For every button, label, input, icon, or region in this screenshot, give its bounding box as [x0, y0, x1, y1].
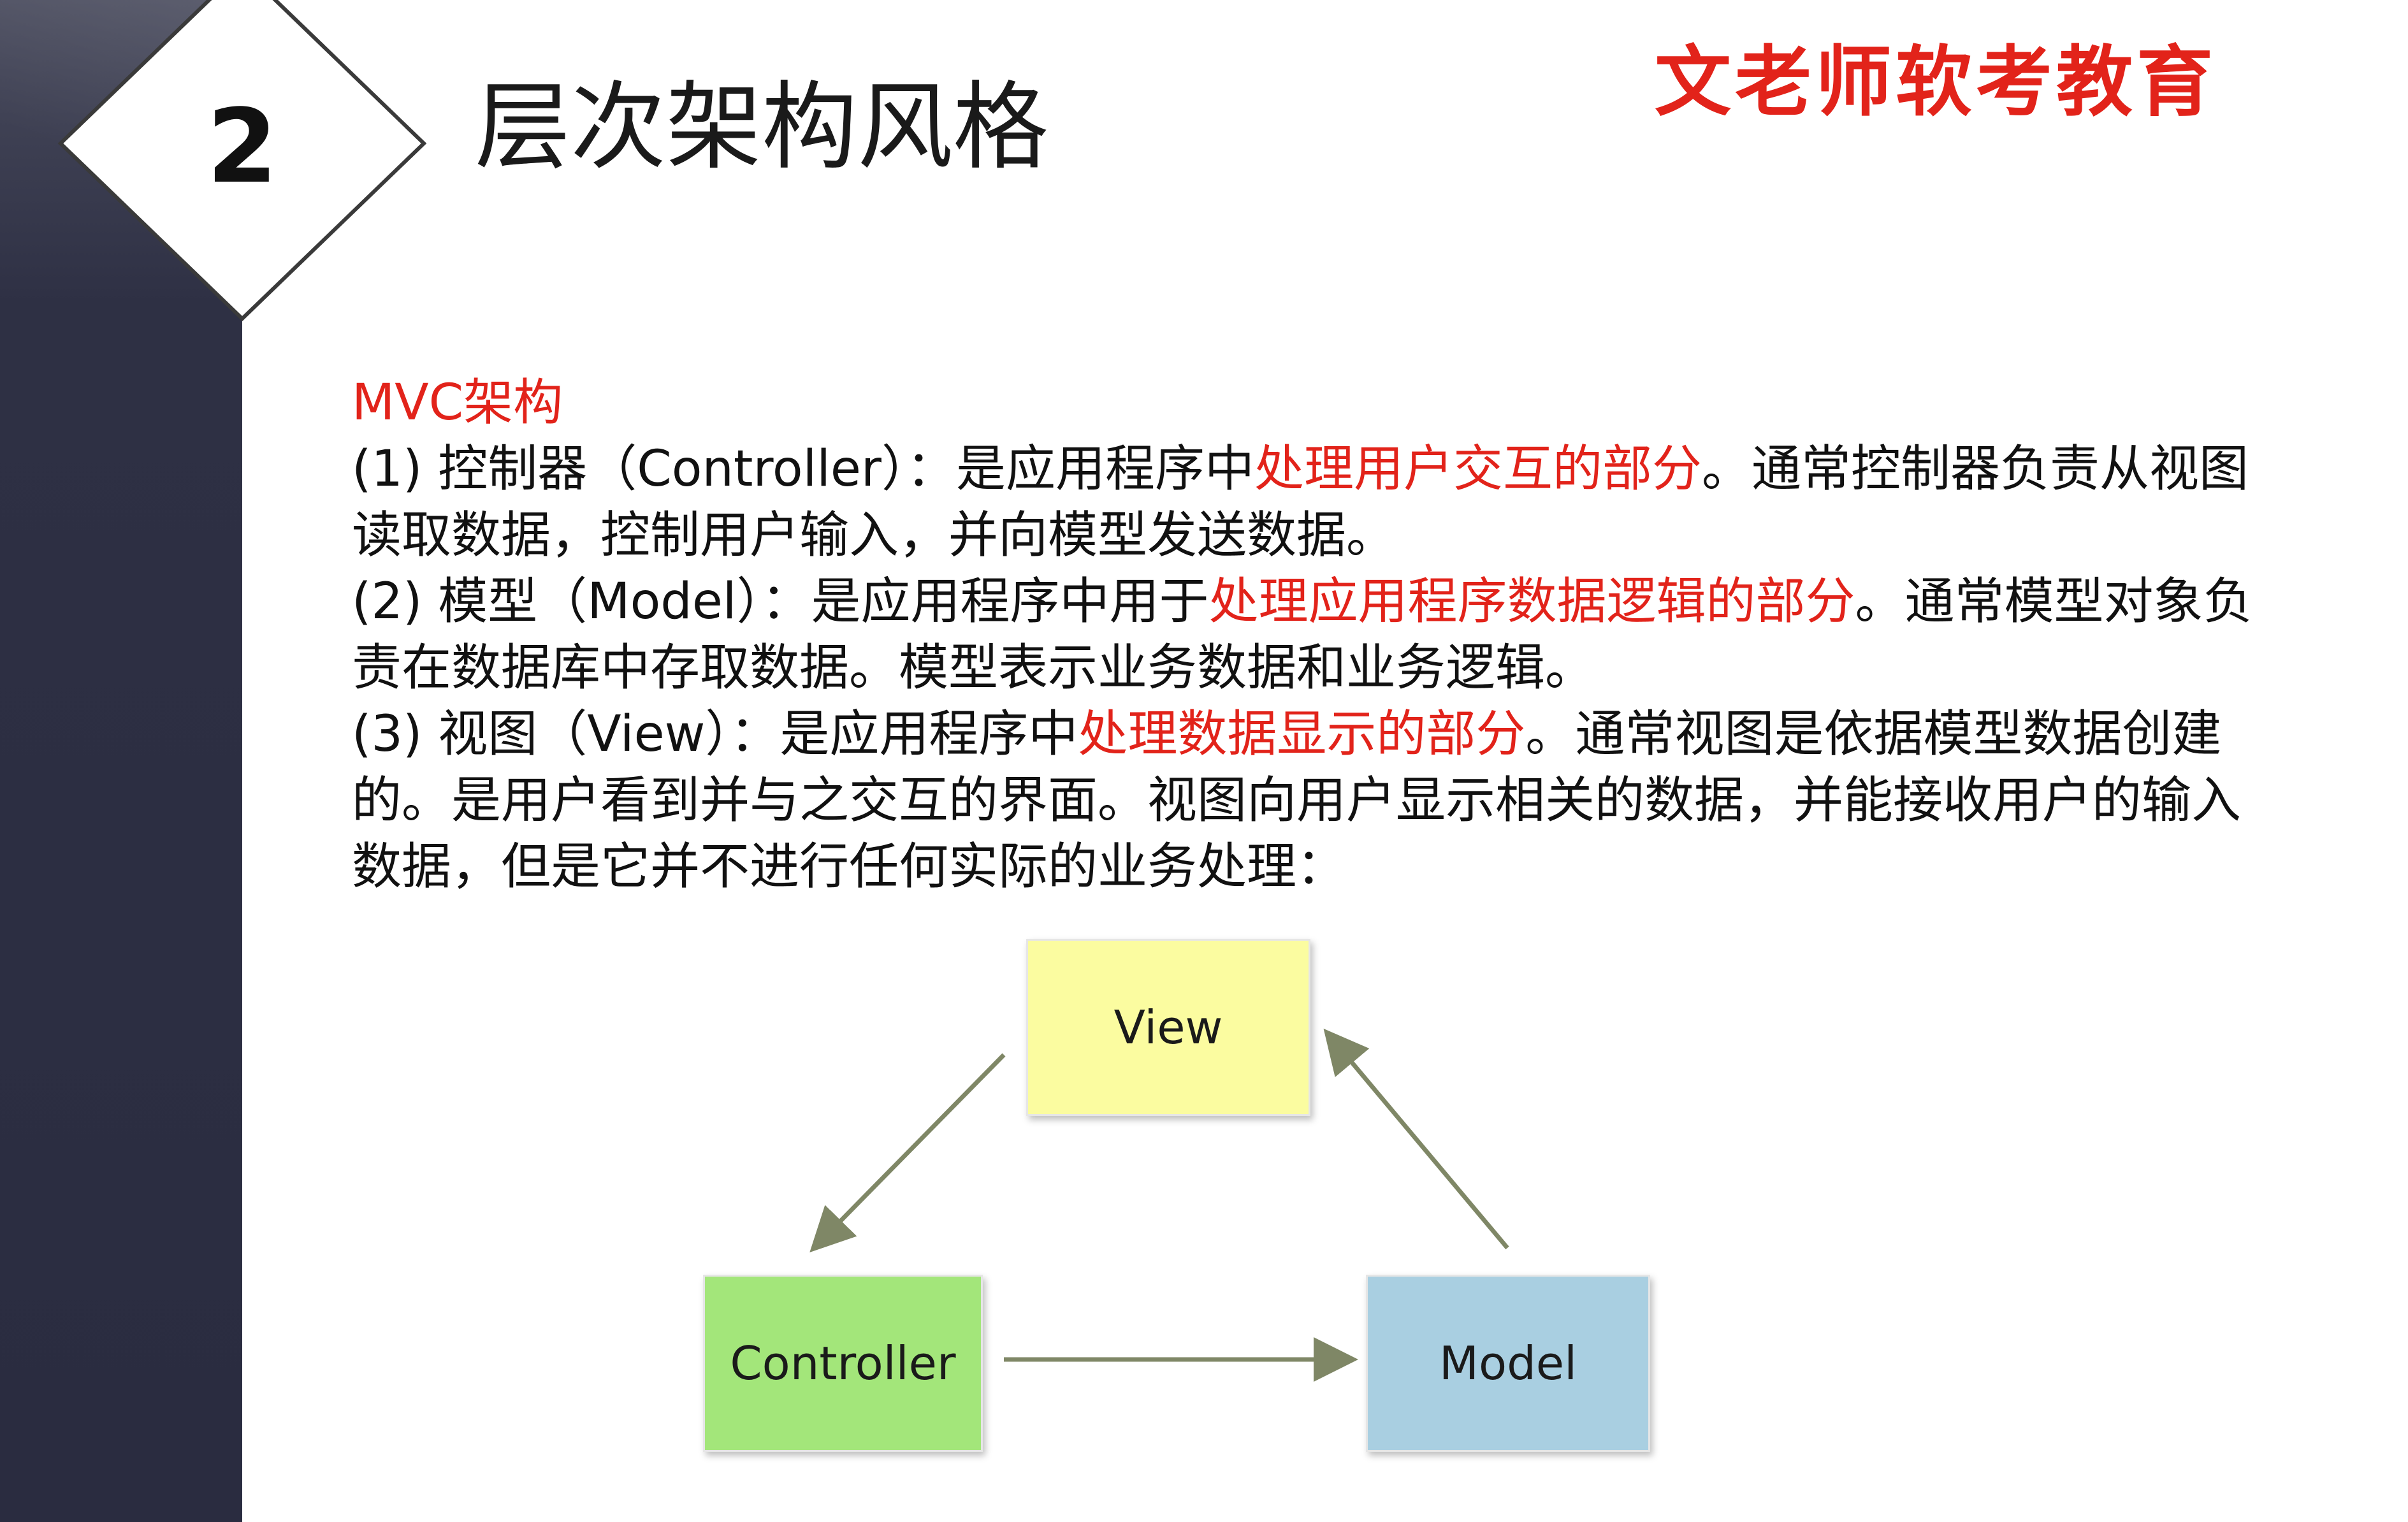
- section-heading: MVC架构: [352, 374, 563, 431]
- controller-box: Controller: [703, 1275, 983, 1452]
- model-label: Model: [1439, 1337, 1578, 1390]
- item-view-highlight: 处理数据显示的部分: [1078, 706, 1526, 763]
- item-view-suffix: 。通常视图是依据模型数据创建的。是用户看到并与之交互的界面。视图向用户显示相关的…: [352, 706, 2242, 895]
- item-model-highlight: 处理应用程序数据逻辑的部分: [1208, 573, 1855, 630]
- controller-label: Controller: [730, 1337, 956, 1390]
- item-controller-suffix: 。通常控制器负责从视图读取数据，控制用户输入，并向模型发送数据。: [352, 440, 2249, 564]
- arrow-view-to-controller: [809, 1053, 1006, 1252]
- item-view: (3) 视图（View）：是应用程序中处理数据显示的部分。通常视图是依据模型数据…: [352, 701, 2277, 900]
- item-model-prefix: (2) 模型（Model）：是应用程序中用于: [352, 573, 1209, 630]
- slide-number: 2: [207, 87, 278, 206]
- item-model: (2) 模型（Model）：是应用程序中用于处理应用程序数据逻辑的部分。通常模型…: [352, 569, 2277, 701]
- slide-title: 层次架构风格: [475, 72, 1049, 183]
- number-badge: [57, 0, 427, 322]
- item-controller-prefix: (1) 控制器（Controller）：是应用程序中: [352, 440, 1254, 498]
- arrow-model-to-view: [1323, 1028, 1509, 1250]
- item-model-suffix: 。通常模型对象负责在数据库中存取数据。模型表示业务数据和业务逻辑。: [352, 573, 2253, 697]
- item-controller: (1) 控制器（Controller）：是应用程序中处理用户交互的部分。通常控制…: [352, 436, 2277, 569]
- brand-logo-text: 文老师软考教育: [1655, 38, 2217, 127]
- view-box: View: [1026, 939, 1310, 1116]
- content-body: MVC架构 (1) 控制器（Controller）：是应用程序中处理用户交互的部…: [352, 370, 2277, 900]
- item-view-prefix: (3) 视图（View）：是应用程序中: [352, 706, 1078, 763]
- item-controller-highlight: 处理用户交互的部分: [1254, 440, 1702, 498]
- model-box: Model: [1366, 1275, 1650, 1452]
- view-label: View: [1113, 1001, 1223, 1054]
